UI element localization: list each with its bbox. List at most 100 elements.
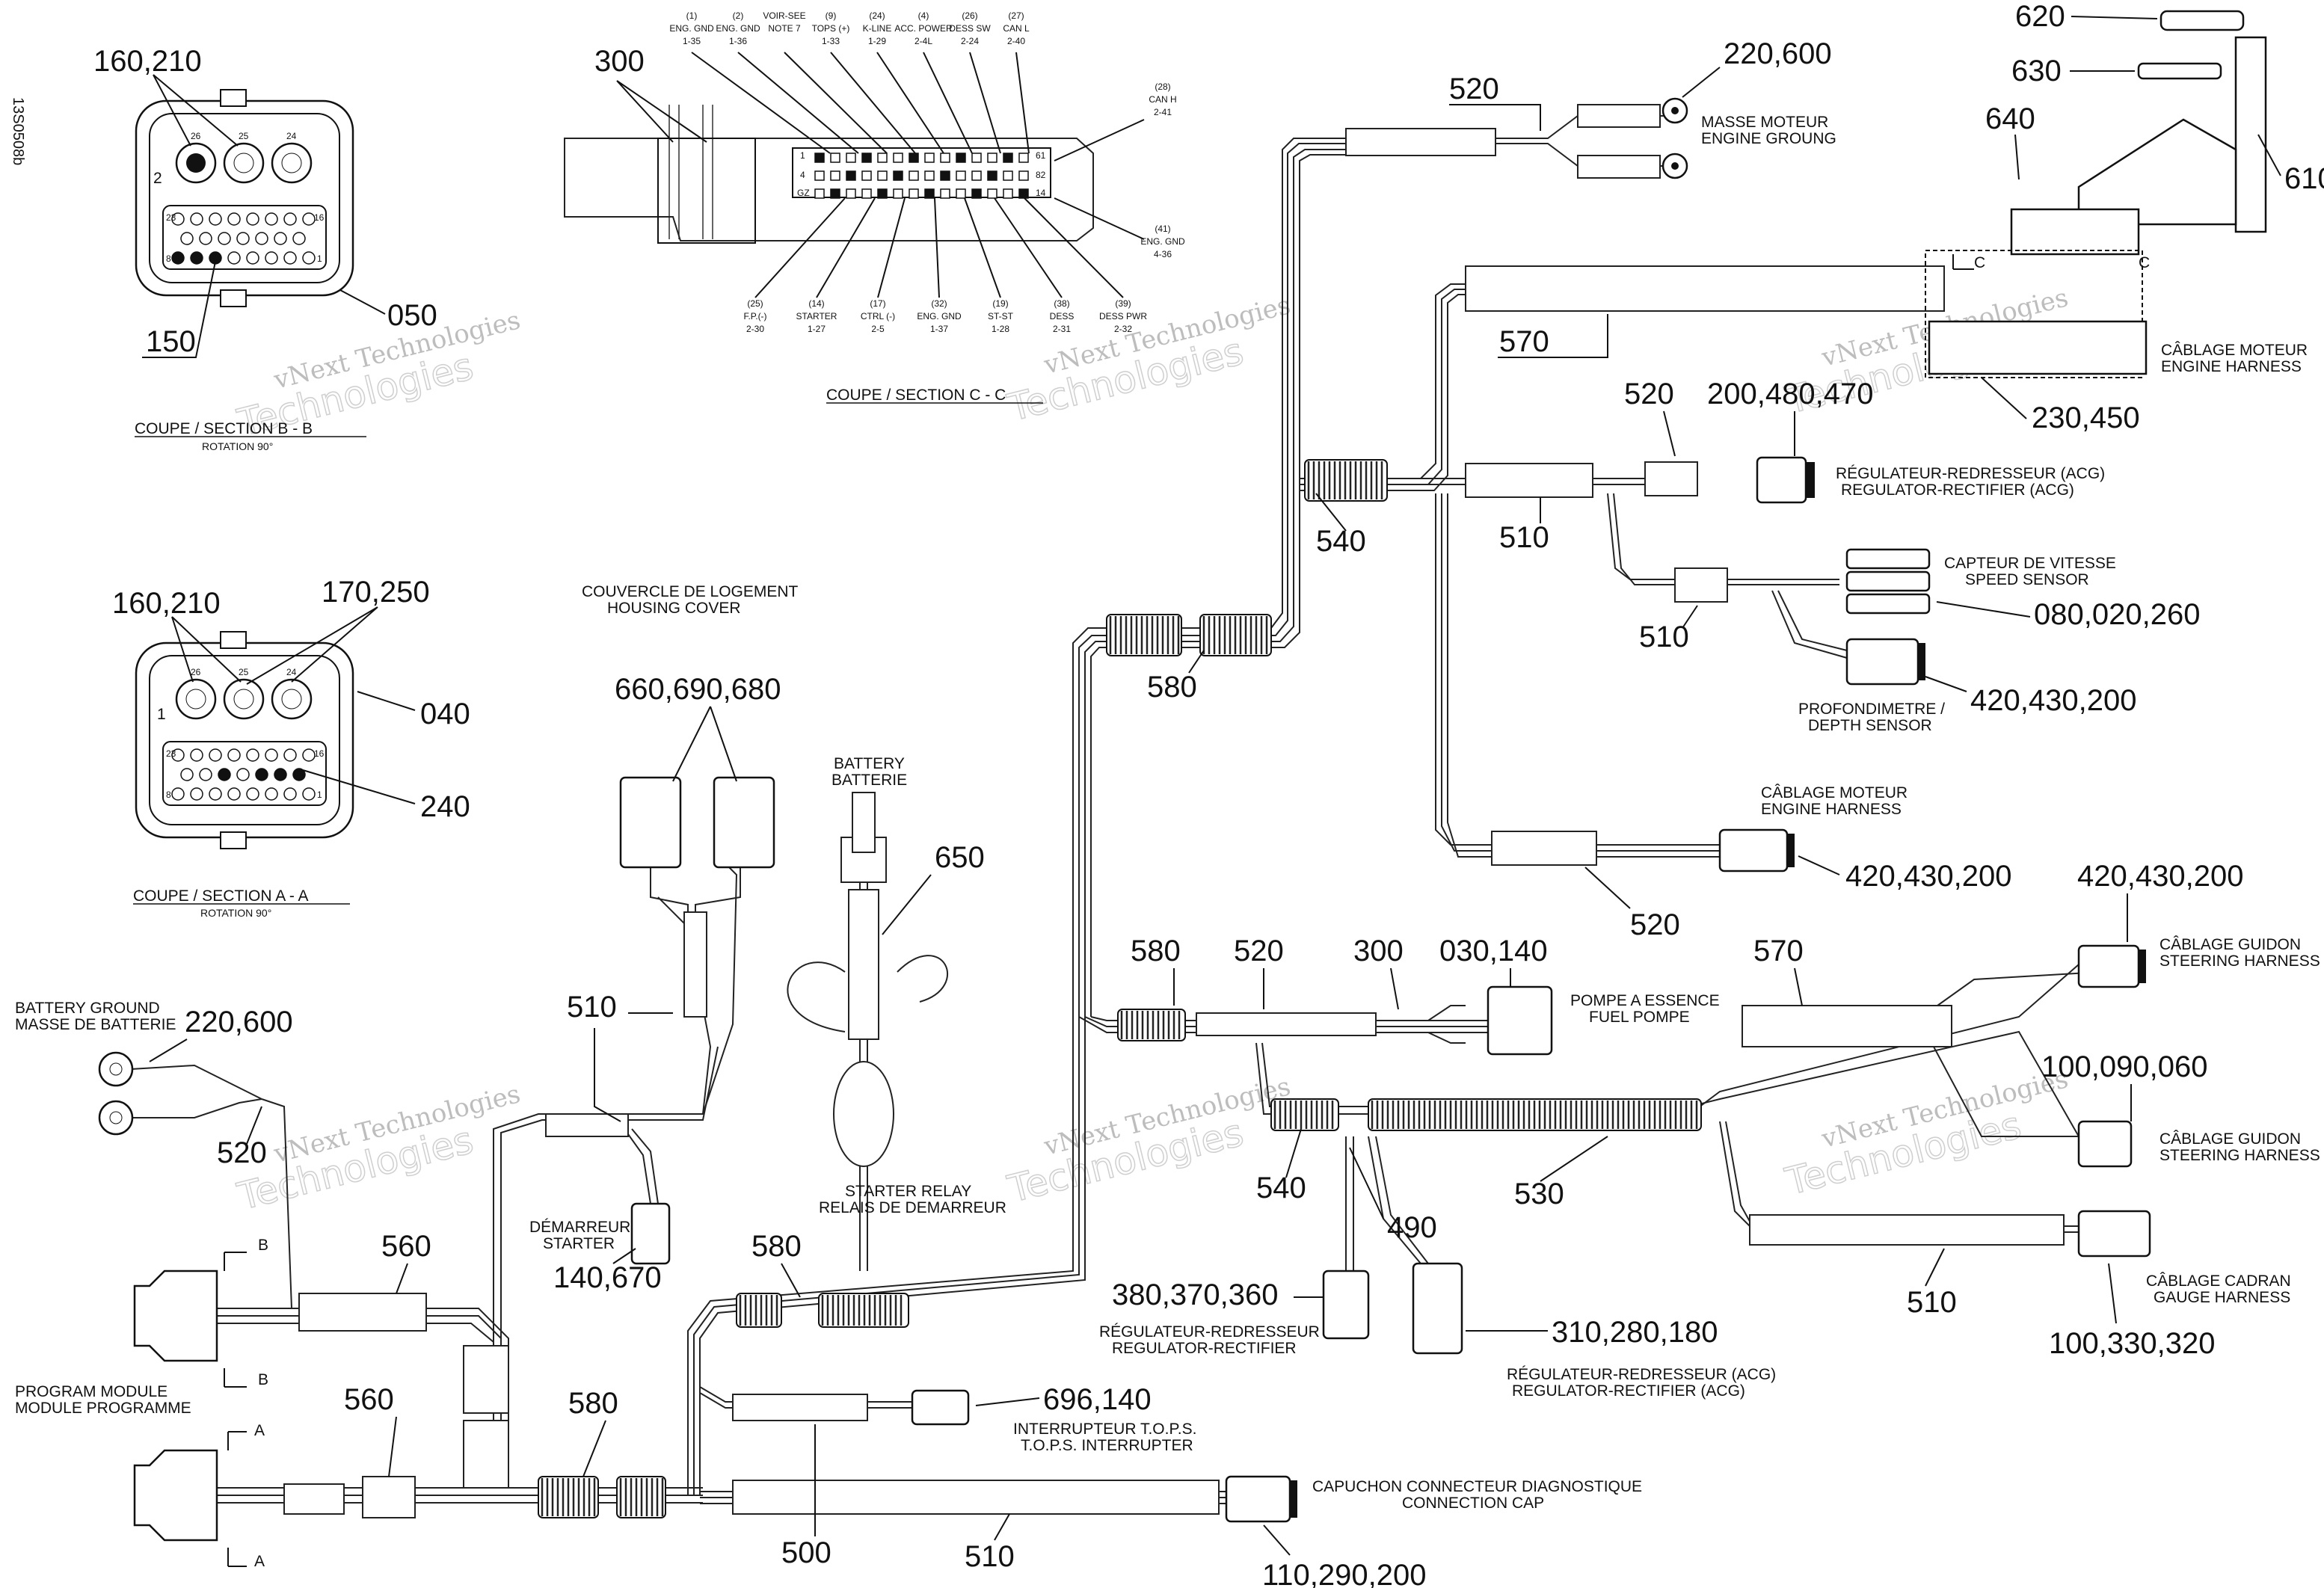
svg-text:POMPE A ESSENCE: POMPE A ESSENCE — [1570, 992, 1720, 1009]
svg-text:200,480,470: 200,480,470 — [1707, 378, 1873, 410]
svg-text:420,430,200: 420,430,200 — [2077, 860, 2243, 893]
pin-cavity — [265, 251, 278, 265]
pin-label-side: 4-36 — [1154, 249, 1172, 259]
connectors — [98, 10, 2267, 1542]
svg-text:MASSE DE BATTERIE: MASSE DE BATTERIE — [15, 1016, 176, 1033]
pin-label-bottom: DESS PWR — [1099, 311, 1147, 321]
svg-text:570: 570 — [1753, 935, 1804, 967]
pin-label-bottom: 2-31 — [1053, 324, 1071, 334]
svg-text:8: 8 — [166, 253, 171, 264]
pin-label-top: (26) — [962, 10, 977, 21]
svg-text:510: 510 — [1907, 1286, 1957, 1319]
svg-text:SPEED SENSOR: SPEED SENSOR — [1965, 571, 2089, 588]
pin-cavity — [283, 748, 297, 762]
svg-text:540: 540 — [1256, 1172, 1306, 1204]
pin-cavity — [265, 212, 278, 226]
pin-cavity — [971, 170, 982, 181]
svg-text:BATTERY GROUND: BATTERY GROUND — [15, 1000, 160, 1017]
svg-text:CÂBLAGE MOTEUR: CÂBLAGE MOTEUR — [1761, 784, 1908, 801]
svg-text:CAPUCHON CONNECTEUR DIAGNOSTIQ: CAPUCHON CONNECTEUR DIAGNOSTIQUE — [1312, 1478, 1642, 1495]
pin-label-top: ENG. GND — [669, 23, 714, 34]
pin-cavity — [302, 212, 316, 226]
section-aa-connector: 26 25 24 1 23 16 8 1 — [135, 631, 354, 849]
svg-text:530: 530 — [1514, 1178, 1564, 1210]
pin-label-bottom: (14) — [808, 298, 824, 309]
svg-text:DÉMARREUR: DÉMARREUR — [529, 1219, 630, 1236]
pin-cavity — [274, 768, 287, 781]
svg-text:100,330,320: 100,330,320 — [2049, 1327, 2215, 1360]
pin-cavity — [940, 188, 950, 199]
pin-label-bottom: (38) — [1054, 298, 1069, 309]
svg-text:14: 14 — [1036, 188, 1046, 198]
svg-text:61: 61 — [1036, 150, 1046, 161]
pin-cavity — [246, 787, 259, 801]
pin-cavity — [227, 787, 241, 801]
section-aa-title: COUPE / SECTION A - A — [133, 887, 309, 905]
svg-text:STEERING HARNESS: STEERING HARNESS — [2159, 953, 2320, 970]
svg-text:610: 610 — [2284, 162, 2324, 195]
pin-cavity — [236, 232, 250, 245]
pin-cavity — [909, 188, 919, 199]
pin-label-top: (24) — [869, 10, 885, 21]
pin-label-side: (28) — [1155, 81, 1170, 92]
svg-text:GZ: GZ — [797, 188, 810, 198]
pin-label-top: K-LINE — [863, 23, 892, 34]
svg-text:16: 16 — [314, 748, 325, 759]
svg-text:CONNECTION CAP: CONNECTION CAP — [1402, 1495, 1544, 1512]
pin-label-bottom: (39) — [1115, 298, 1131, 309]
pin-label-side: ENG. GND — [1140, 236, 1185, 247]
pin-label-top: 2-4L — [914, 36, 932, 46]
svg-text:16: 16 — [314, 212, 325, 223]
pin-label-top: ENG. GND — [716, 23, 760, 34]
svg-text:CÂBLAGE GUIDON: CÂBLAGE GUIDON — [2159, 1130, 2301, 1148]
svg-text:A: A — [254, 1553, 265, 1570]
pin-label-bottom: ST-ST — [988, 311, 1014, 321]
svg-text:230,450: 230,450 — [2032, 401, 2140, 434]
svg-text:ROTATION 90°: ROTATION 90° — [202, 440, 273, 452]
svg-text:COUVERCLE DE LOGEMENT: COUVERCLE DE LOGEMENT — [582, 583, 799, 600]
pin-label-bottom: DESS — [1050, 311, 1075, 321]
pin-label-top: (4) — [918, 10, 929, 21]
pin-cavity — [956, 153, 966, 163]
svg-text:220,600: 220,600 — [185, 1006, 293, 1038]
pin-label-top: 1-36 — [729, 36, 747, 46]
pin-cavity — [190, 787, 203, 801]
pin-cavity — [814, 153, 825, 163]
pin-cavity — [283, 787, 297, 801]
callout-170-250: 170,250 — [322, 576, 430, 609]
pin-cavity — [292, 232, 306, 245]
pin-label-bottom: 2-32 — [1114, 324, 1132, 334]
svg-text:REGULATOR-RECTIFIER (ACG): REGULATOR-RECTIFIER (ACG) — [1841, 481, 2074, 499]
pin-cavity — [274, 232, 287, 245]
pin-cavity — [956, 188, 966, 199]
svg-text:510: 510 — [567, 991, 617, 1024]
pin-cavity — [846, 170, 856, 181]
svg-text:220,600: 220,600 — [1724, 37, 1832, 70]
svg-text:580: 580 — [751, 1230, 802, 1263]
pin-cavity — [246, 748, 259, 762]
pin-label-bottom: (32) — [931, 298, 947, 309]
svg-text:520: 520 — [217, 1136, 267, 1169]
pin-cavity — [861, 170, 872, 181]
section-bb-connector: 26 25 24 2 23 16 8 1 — [135, 89, 354, 307]
pin-cavity — [877, 153, 888, 163]
svg-text:25: 25 — [239, 667, 249, 677]
pin-cavity — [893, 153, 903, 163]
pin-label-top: (27) — [1008, 10, 1024, 21]
pin-cavity — [924, 153, 935, 163]
pin-label-top: NOTE 7 — [768, 23, 801, 34]
svg-text:STARTER RELAY: STARTER RELAY — [845, 1183, 971, 1200]
pin-cavity — [909, 170, 919, 181]
callout-160-210-aa: 160,210 — [112, 587, 221, 620]
pin-label-top: CAN L — [1003, 23, 1030, 34]
pin-cavity — [283, 251, 297, 265]
svg-text:300: 300 — [1353, 935, 1404, 967]
svg-text:1: 1 — [157, 706, 166, 723]
svg-text:CAPTEUR DE VITESSE: CAPTEUR DE VITESSE — [1944, 555, 2116, 572]
pin-cavity — [987, 188, 997, 199]
section-bb-title: COUPE / SECTION B - B — [135, 420, 313, 437]
svg-text:MODULE PROGRAMME: MODULE PROGRAMME — [15, 1400, 191, 1417]
svg-text:23: 23 — [166, 212, 176, 223]
svg-text:420,430,200: 420,430,200 — [1845, 860, 2011, 893]
pin-cavity — [814, 170, 825, 181]
